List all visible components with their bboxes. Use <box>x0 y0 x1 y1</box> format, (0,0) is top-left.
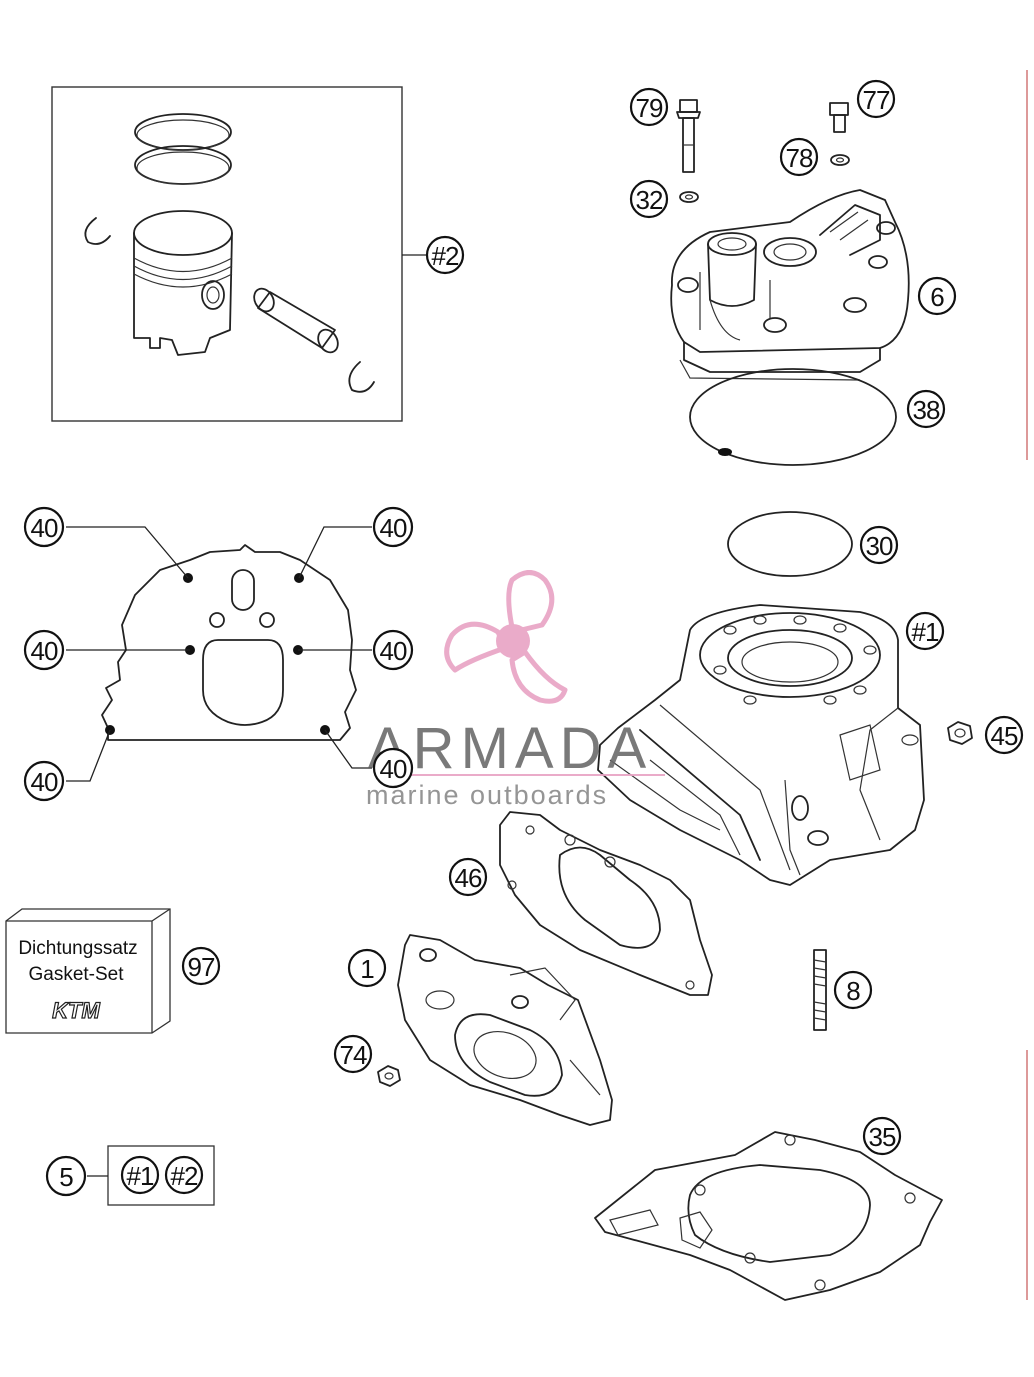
watermark-brand: ARMADA <box>368 716 652 781</box>
svg-text:46: 46 <box>455 863 482 893</box>
label-79: 79 <box>629 87 669 127</box>
o-ring-38 <box>689 368 897 466</box>
svg-text:77: 77 <box>863 85 890 115</box>
washer-32 <box>679 191 699 203</box>
armada-watermark: ARMADA marine outboards <box>366 570 665 810</box>
gasket-set-title: Dichtungssatz <box>18 938 137 959</box>
piston-pin <box>253 287 339 354</box>
propeller-logo-icon <box>444 570 568 704</box>
gasket-set-box: Dichtungssatz Gasket-Set KTM <box>5 908 171 1034</box>
label-38: 38 <box>906 389 946 429</box>
bolt-77 <box>829 102 849 133</box>
label-77: 77 <box>856 79 896 119</box>
cylinder-head-group <box>670 99 910 466</box>
svg-text:79: 79 <box>636 93 663 123</box>
o-ring-30 <box>727 511 853 577</box>
svg-text:5: 5 <box>59 1162 73 1192</box>
svg-text:40: 40 <box>31 767 58 797</box>
svg-text:8: 8 <box>846 976 860 1006</box>
label-74: 74 <box>333 1034 373 1074</box>
nut-74 <box>377 1065 401 1087</box>
label-35: 35 <box>862 1116 902 1156</box>
label-40-mid-right: 40 <box>372 629 414 671</box>
svg-text:97: 97 <box>188 952 215 982</box>
svg-text:#1: #1 <box>912 617 939 647</box>
label-40-bottom-right: 40 <box>372 747 414 789</box>
svg-text:30: 30 <box>866 531 893 561</box>
stud-8 <box>813 949 827 1031</box>
label-40-mid-left: 40 <box>23 629 65 671</box>
label-40-top-left: 40 <box>23 506 65 548</box>
piston <box>133 210 233 356</box>
label-5-item-2: #2 <box>164 1155 204 1195</box>
label-32: 32 <box>629 179 669 219</box>
svg-text:74: 74 <box>340 1040 367 1070</box>
label-40-top-right: 40 <box>372 506 414 548</box>
washer-78 <box>830 154 850 166</box>
label-cylinder: #1 <box>905 611 945 651</box>
svg-text:40: 40 <box>31 513 58 543</box>
label-97: 97 <box>181 946 221 986</box>
label-45: 45 <box>984 715 1024 755</box>
svg-text:40: 40 <box>31 636 58 666</box>
watermark-tagline: marine outboards <box>366 780 608 810</box>
svg-text:6: 6 <box>930 282 944 312</box>
svg-text:40: 40 <box>380 754 407 784</box>
label-1: 1 <box>347 948 387 988</box>
bolt-79 <box>676 99 701 173</box>
circlip-left <box>84 217 111 245</box>
svg-text:1: 1 <box>360 954 374 984</box>
cylinder-base-gasket-35 <box>594 1131 943 1301</box>
label-piston-kit: #2 <box>425 235 465 275</box>
exhaust-gasket-46 <box>499 811 713 996</box>
base-gasket-plate <box>66 526 372 782</box>
svg-text:#1: #1 <box>127 1161 154 1191</box>
svg-text:78: 78 <box>786 143 813 173</box>
label-46: 46 <box>448 857 488 897</box>
nut-45 <box>947 721 973 745</box>
label-8: 8 <box>833 970 873 1010</box>
piston-kit <box>51 86 428 422</box>
label-5: 5 <box>45 1155 87 1197</box>
cylinder <box>597 604 925 886</box>
svg-text:38: 38 <box>913 395 940 425</box>
svg-text:40: 40 <box>380 636 407 666</box>
cylinder-head <box>670 189 910 381</box>
svg-text:32: 32 <box>636 185 663 215</box>
svg-text:45: 45 <box>991 721 1018 751</box>
svg-text:#2: #2 <box>171 1161 198 1191</box>
label-40-bottom-left: 40 <box>23 760 65 802</box>
label-78: 78 <box>779 137 819 177</box>
exhaust-flange <box>397 934 613 1126</box>
svg-text:35: 35 <box>869 1122 896 1152</box>
piston-kit-frame <box>51 86 403 422</box>
label-30: 30 <box>859 525 899 565</box>
label-6: 6 <box>917 276 957 316</box>
gasket-set-subtitle: Gasket-Set <box>28 964 124 985</box>
ktm-logo: KTM <box>52 998 100 1023</box>
svg-text:40: 40 <box>380 513 407 543</box>
svg-text:#2: #2 <box>432 241 459 271</box>
label-5-item-1: #1 <box>120 1155 160 1195</box>
circlip-right <box>348 361 375 393</box>
